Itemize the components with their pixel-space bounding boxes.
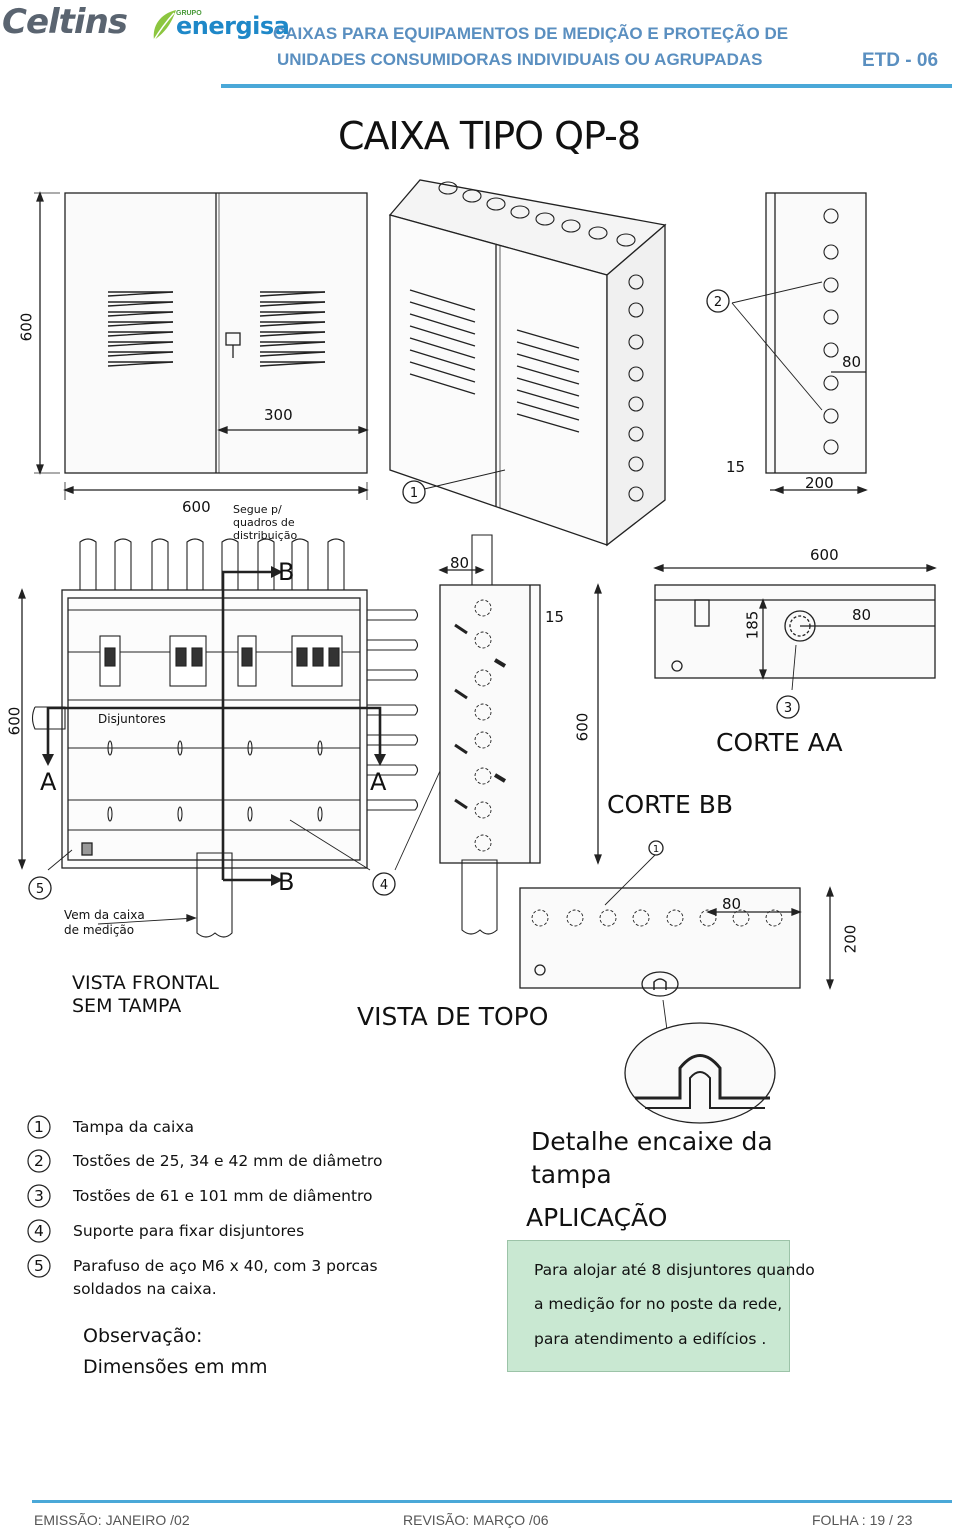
observacao-title: Observação: <box>83 1325 203 1347</box>
legend-text-1: Tampa da caixa <box>73 1118 195 1136</box>
legend-text-2: Tostões de 25, 34 e 42 mm de diâmetro <box>73 1152 383 1170</box>
grupo-label: GRUPO <box>176 10 202 17</box>
dim-corte-185: 185 <box>743 610 762 640</box>
label-segue: Segue p/ quadros de distribuição <box>233 503 298 542</box>
dim-top-15: 15 <box>545 608 565 626</box>
label-vista-frontal: VISTA FRONTAL <box>72 972 219 994</box>
corte-bb-view <box>438 534 602 935</box>
callout-4: 4 <box>380 878 388 893</box>
label-detalhe-1: Detalhe encaixe da <box>531 1127 773 1156</box>
legend-num-5: 5 <box>34 1257 44 1275</box>
label-vem: Vem da caixa de medição <box>64 908 145 937</box>
aplicacao-box: Para alojar até 8 disjuntores quando a m… <box>507 1240 815 1372</box>
energisa-logo: energisa <box>176 12 290 40</box>
corte-aa-view <box>653 564 937 691</box>
footer-divider <box>32 1500 952 1503</box>
dim-front-width: 600 <box>182 498 211 516</box>
callout-1: 1 <box>410 486 418 501</box>
label-detalhe-2: tampa <box>531 1160 612 1189</box>
dim-corte-80: 80 <box>852 606 872 624</box>
dim-panel-height: 600 <box>5 706 24 736</box>
celtins-logo: Celtins <box>2 2 128 42</box>
bottom-view <box>519 854 834 1031</box>
label-disjuntores: Disjuntores <box>98 712 166 726</box>
dim-corte-600: 600 <box>810 546 839 564</box>
dim-top-80: 80 <box>450 554 470 572</box>
header-divider <box>221 84 952 88</box>
aplicacao-line-2: a medição for no poste da rede, <box>534 1295 783 1313</box>
doc-code: ETD - 06 <box>862 50 939 71</box>
detail-ellipse <box>624 1022 776 1124</box>
section-b-top: B <box>278 558 295 586</box>
side-view <box>731 192 868 494</box>
callout-2: 2 <box>714 295 722 310</box>
legend-num-1: 1 <box>34 1118 44 1136</box>
front-closed-view <box>34 191 369 500</box>
front-open-view <box>18 538 446 938</box>
label-corte-aa: CORTE AA <box>716 728 843 757</box>
legend-num-3: 3 <box>34 1187 44 1205</box>
drawing-title: CAIXA TIPO QP-8 <box>338 114 641 158</box>
footer-folha: FOLHA : 19 / 23 <box>812 1512 913 1528</box>
legend-text-3: Tostões de 61 e 101 mm de diâmentro <box>73 1187 373 1205</box>
callout-1b: 1 <box>653 844 659 855</box>
dim-side-80: 80 <box>842 353 862 371</box>
label-corte-bb: CORTE BB <box>607 790 734 819</box>
doc-title-line1: CAIXAS PARA EQUIPAMENTOS DE MEDIÇÃO E PR… <box>273 24 789 43</box>
energisa-leaf-icon <box>150 8 178 47</box>
dim-front-height: 600 <box>17 312 36 342</box>
dim-bottom-80: 80 <box>722 895 742 913</box>
dim-side-15: 15 <box>726 458 746 476</box>
legend-text-5b: soldados na caixa. <box>73 1280 217 1298</box>
dim-bottom-200: 200 <box>841 924 860 954</box>
dim-top-600: 600 <box>573 712 592 742</box>
dim-front-half-width: 300 <box>264 406 293 424</box>
callout-5: 5 <box>36 882 44 897</box>
dim-side-200: 200 <box>805 474 834 492</box>
legend-text-4: Suporte para fixar disjuntores <box>73 1222 305 1240</box>
legend-num-2: 2 <box>34 1152 44 1170</box>
observacao-text: Dimensões em mm <box>83 1356 268 1378</box>
footer-emissao: EMISSÃO: JANEIRO /02 <box>34 1512 190 1528</box>
footer-revisao: REVISÃO: MARÇO /06 <box>403 1512 549 1528</box>
callout-3: 3 <box>784 701 792 716</box>
doc-title-line2: UNIDADES CONSUMIDORAS INDIVIDUAIS OU AGR… <box>277 50 763 69</box>
legend-num-4: 4 <box>34 1222 44 1240</box>
aplicacao-line-1: Para alojar até 8 disjuntores quando <box>534 1261 815 1279</box>
legend-text-5: Parafuso de aço M6 x 40, com 3 porcas <box>73 1257 378 1275</box>
section-a-right: A <box>370 768 387 796</box>
section-a-left: A <box>40 768 57 796</box>
section-b-bottom: B <box>278 868 295 896</box>
label-vista-topo: VISTA DE TOPO <box>357 1002 549 1031</box>
isometric-view <box>388 179 667 547</box>
aplicacao-line-3: para atendimento a edifícios . <box>534 1330 767 1348</box>
label-sem-tampa: SEM TAMPA <box>72 995 182 1017</box>
legend-number-circles <box>27 1115 51 1278</box>
aplicacao-title: APLICAÇÃO <box>526 1203 668 1232</box>
